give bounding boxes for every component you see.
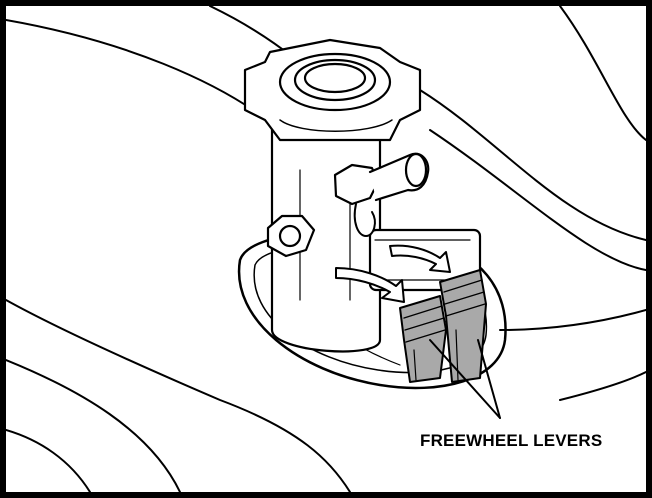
hex-bolt [266, 214, 316, 258]
pulley-cap [243, 38, 422, 142]
freewheel-diagram [6, 6, 646, 492]
arrow-upper [389, 244, 451, 273]
arrow-lower [335, 267, 405, 303]
callout-leaders [429, 339, 501, 419]
freewheel-lever-left [399, 295, 447, 383]
freewheel-lever-right [439, 269, 487, 383]
push-direction-arrows [335, 244, 451, 303]
pivot-pin [333, 152, 430, 237]
freewheel-levers-label: FREEWHEEL LEVERS [420, 431, 603, 450]
